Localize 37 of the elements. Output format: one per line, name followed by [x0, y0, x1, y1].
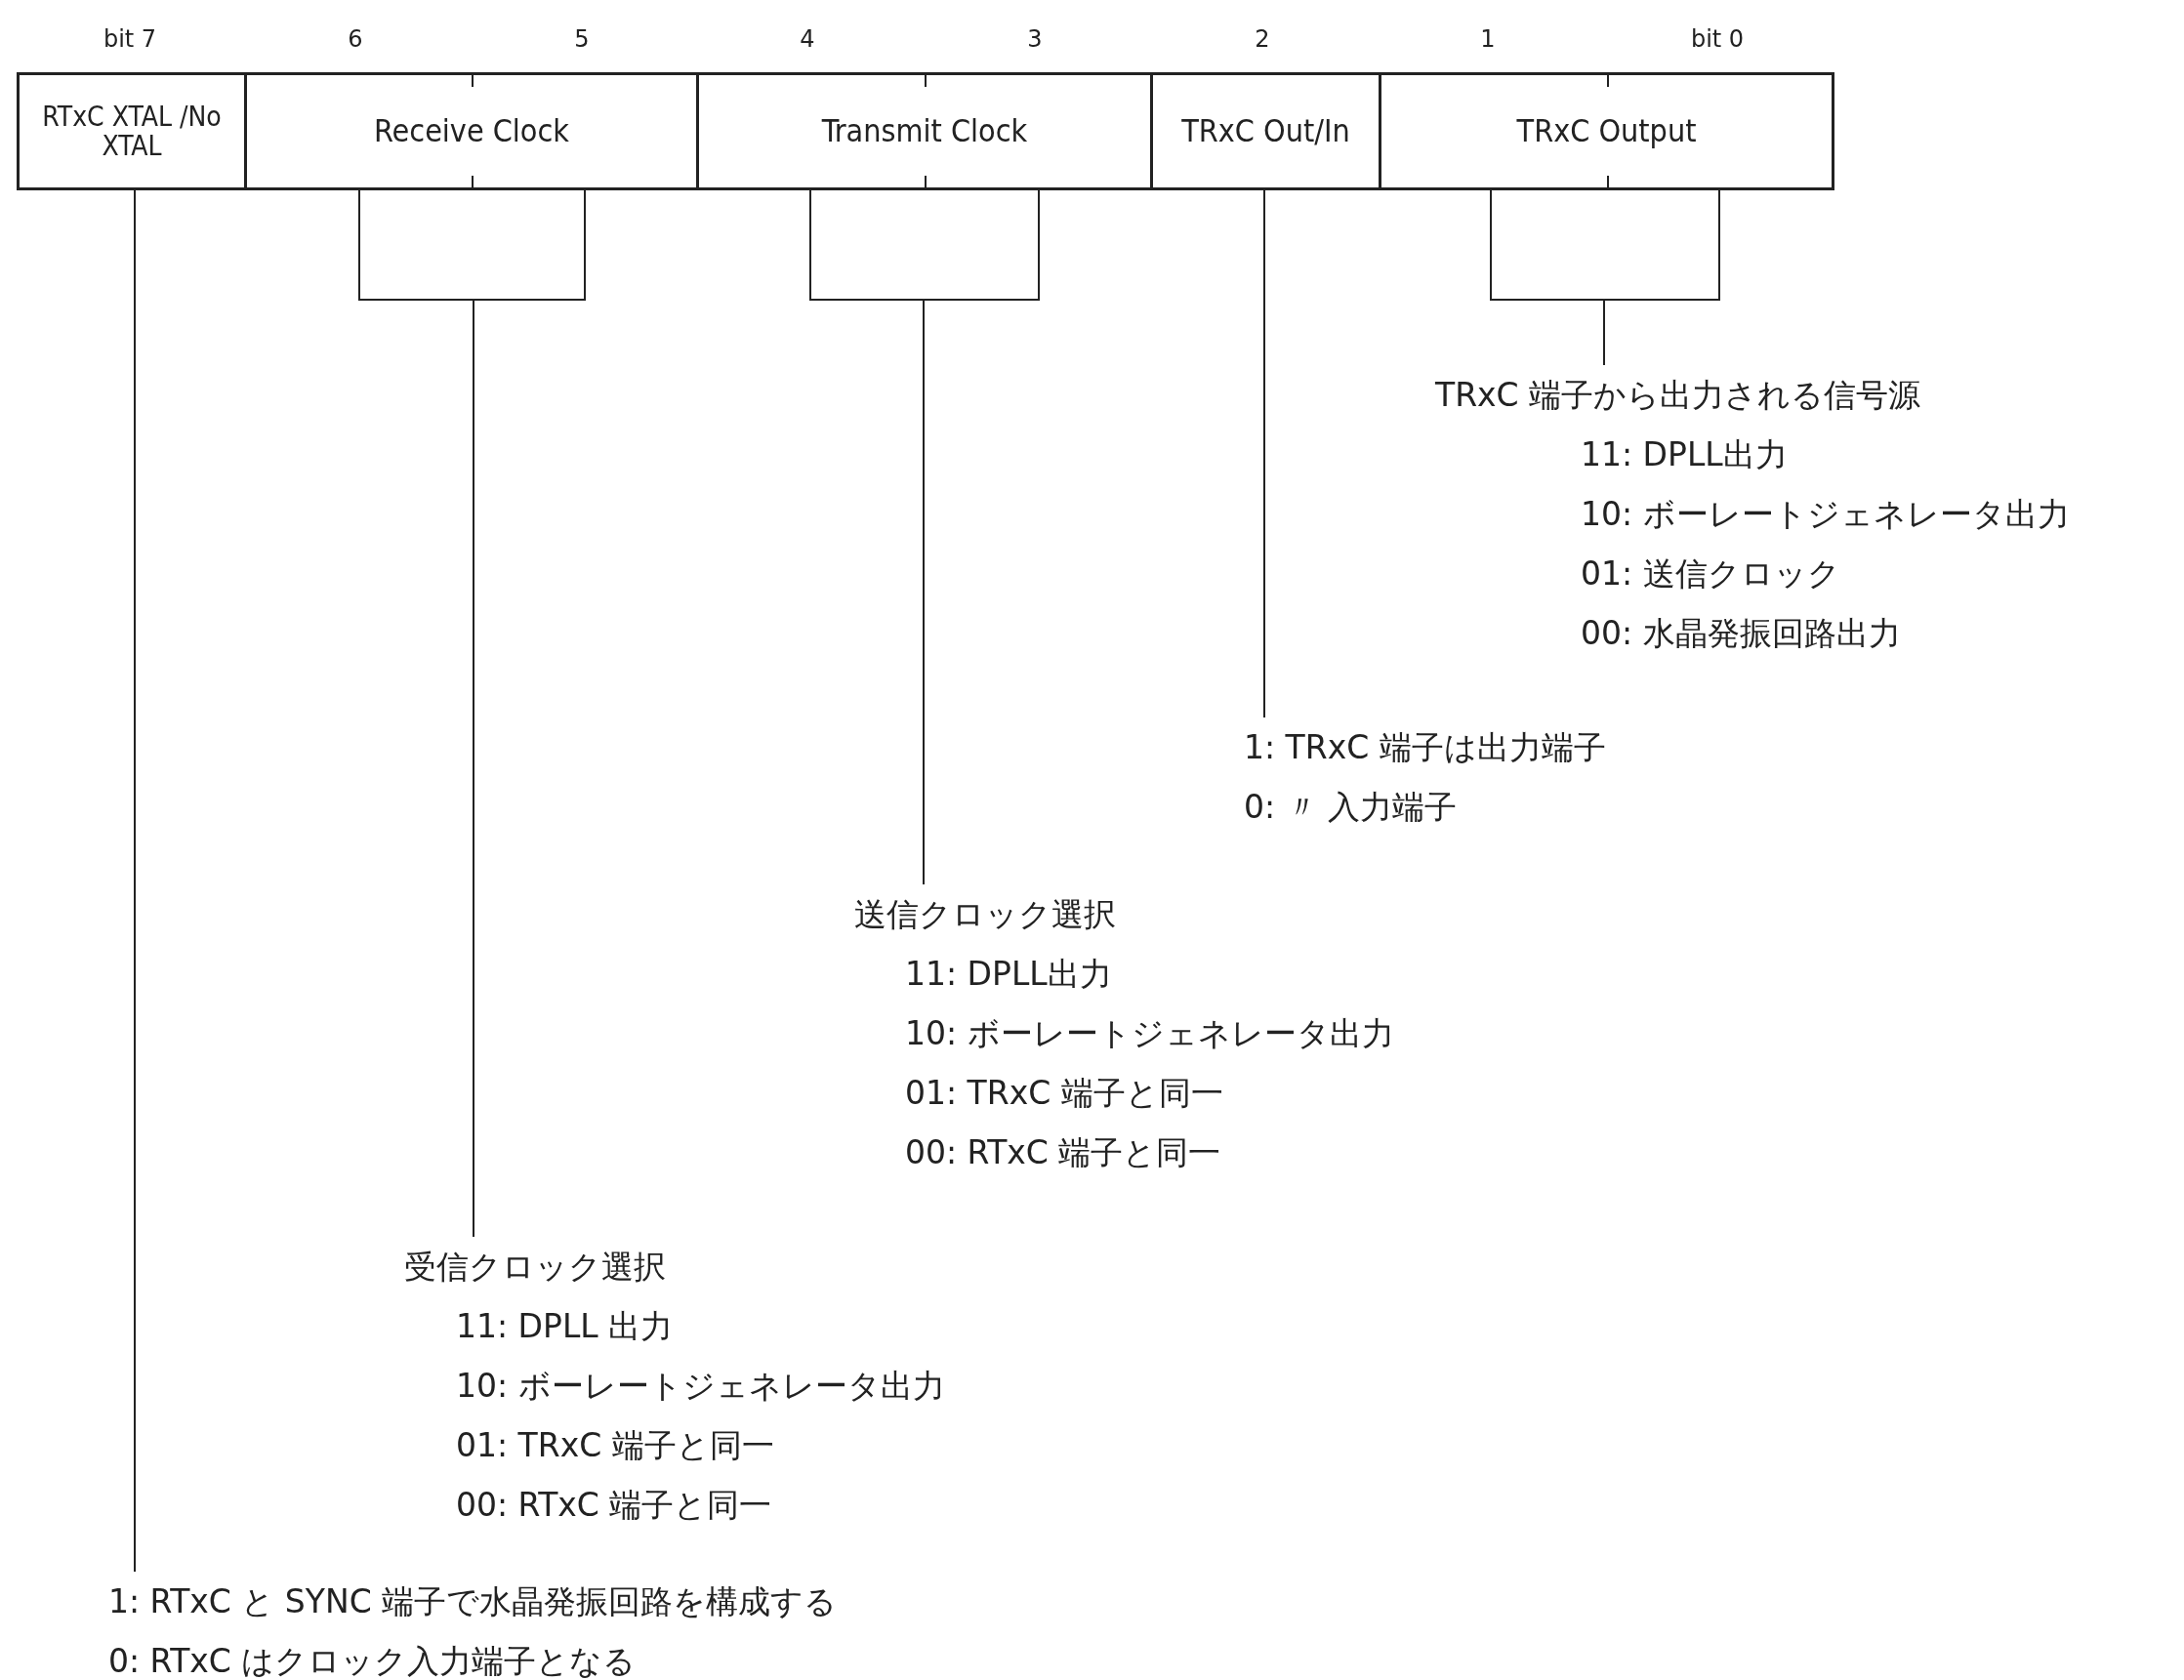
setting-text: 0: RTxC はクロック入力端子となる	[108, 1641, 638, 1680]
bit-number: 6	[348, 25, 363, 53]
setting-text: 10: ボーレートジェネレータ出力	[904, 1013, 1394, 1054]
setting-text: 01: 送信クロック	[1580, 553, 1841, 594]
setting-text: 00: RTxC 端子と同一	[455, 1485, 773, 1526]
bit-number: 2	[1255, 25, 1270, 53]
connector-line	[1263, 189, 1265, 718]
bit-number: bit 0	[1690, 25, 1745, 53]
register-field: Transmit Clock	[696, 72, 1153, 190]
setting-text: 11: DPLL出力	[904, 954, 1113, 995]
setting-text: 01: TRxC 端子と同一	[904, 1073, 1224, 1114]
setting-text: 00: 水晶発振回路出力	[1580, 613, 1902, 654]
bit-number: 1	[1480, 25, 1496, 53]
setting-text: 01: TRxC 端子と同一	[455, 1425, 775, 1466]
annotation-heading: 送信クロック選択	[854, 894, 1117, 935]
register-field: TRxC Out/In	[1150, 72, 1381, 190]
annotation-heading: TRxC 端子から出力される信号源	[1435, 375, 1922, 416]
connector-line	[134, 189, 136, 1573]
register-field: TRxC Output	[1379, 72, 1834, 190]
connector-line	[809, 189, 1040, 885]
setting-text: 00: RTxC 端子と同一	[904, 1132, 1222, 1173]
bit-number: 3	[1027, 25, 1043, 53]
setting-text: 10: ボーレートジェネレータ出力	[455, 1366, 945, 1407]
setting-text: 1: TRxC 端子は出力端子	[1244, 727, 1606, 768]
bit-number: 5	[574, 25, 590, 53]
setting-text: 10: ボーレートジェネレータ出力	[1580, 494, 2070, 535]
setting-text: 11: DPLL出力	[1580, 434, 1789, 475]
setting-text: 0: 〃 入力端子	[1244, 787, 1459, 828]
setting-text: 1: RTxC と SYNC 端子で水晶発振回路を構成する	[108, 1581, 838, 1622]
connector-line	[1490, 189, 1720, 366]
register-field: RTxC XTAL /No XTAL	[17, 72, 247, 190]
setting-text: 11: DPLL 出力	[455, 1306, 675, 1347]
bit-number: 4	[800, 25, 815, 53]
connector-line	[358, 189, 586, 1238]
bit-number: bit 7	[103, 25, 157, 53]
annotation-heading: 受信クロック選択	[404, 1247, 667, 1288]
register-field: Receive Clock	[244, 72, 699, 190]
